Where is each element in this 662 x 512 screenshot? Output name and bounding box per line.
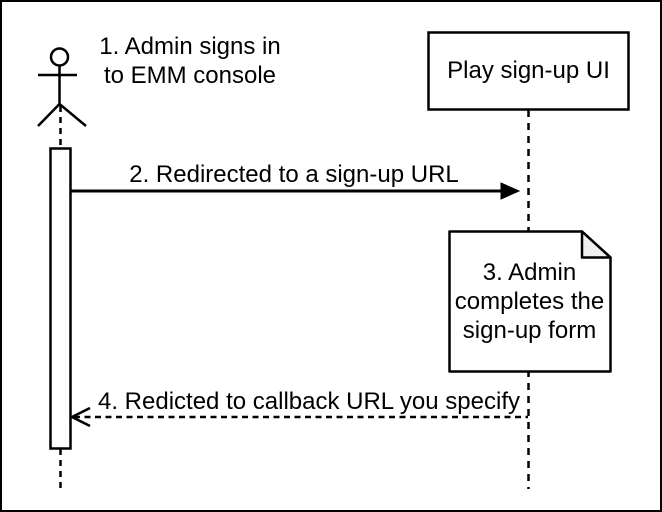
note-shape [448, 230, 612, 373]
participant-label-text: Play sign-up UI [447, 57, 610, 84]
message-callback-label: 4. Redicted to callback URL you specify [98, 388, 520, 415]
note-label-line2: completes the [454, 288, 605, 315]
actor-leg-right [58, 103, 87, 127]
message-callback-arrowhead [69, 406, 91, 428]
participant-box [427, 31, 630, 111]
message-redirect-label: 2. Redirected to a sign-up URL [129, 161, 459, 188]
participant-label: Play sign-up UI [428, 32, 629, 110]
actor-leg-left [37, 103, 61, 127]
step1-label-line1: 1. Admin signs in [99, 33, 281, 60]
note-fold [580, 230, 612, 259]
actor-figure [37, 47, 87, 127]
note-label-line3: sign-up form [462, 317, 597, 344]
step1-label: 1. Admin signs in to EMM console [60, 32, 320, 90]
message-redirect-arrowhead [500, 182, 521, 200]
activation-bar [49, 147, 72, 450]
note-label-line1: 3. Admin [482, 259, 577, 286]
note-label: 3. Admin completes the sign-up form [449, 231, 610, 372]
step1-label-line2: to EMM console [103, 62, 277, 89]
